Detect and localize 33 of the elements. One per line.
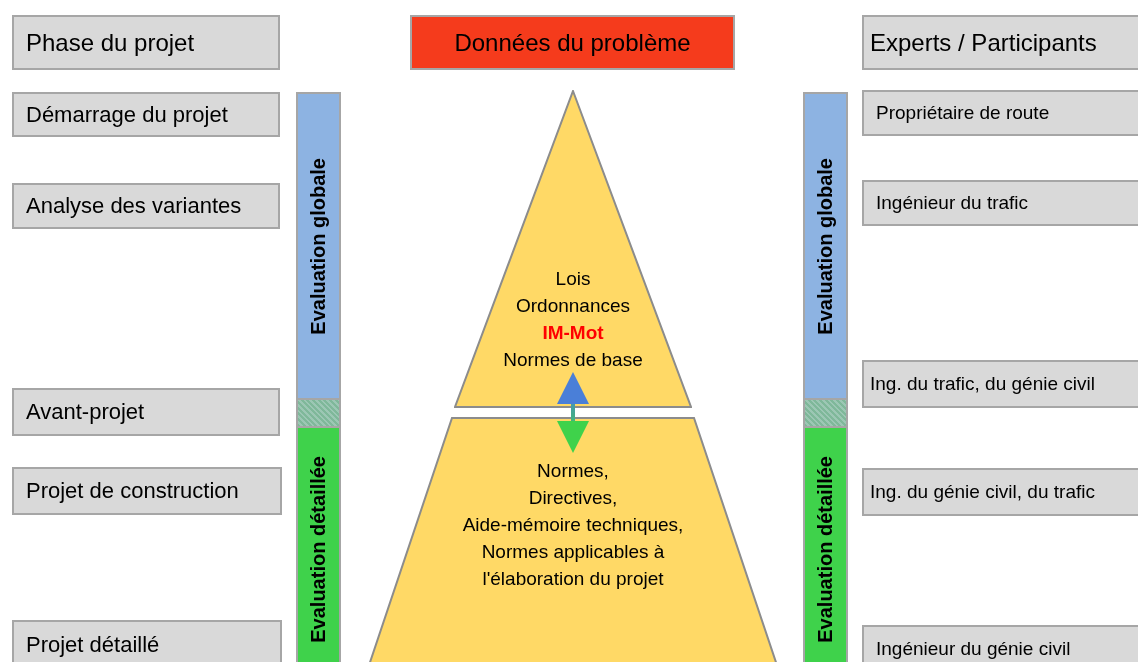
phase-box: Démarrage du projet bbox=[12, 92, 280, 137]
shape-text: Directives, bbox=[528, 486, 618, 510]
shape-text: Ordonnances bbox=[515, 294, 631, 318]
shape-text: Aide-mémoire techniques, bbox=[462, 513, 684, 537]
participant-box: Ing. du trafic, du génie civil bbox=[862, 360, 1138, 408]
shape-text: Normes applicables à l'élaboration du projet bbox=[480, 540, 666, 591]
shape-text: Lois bbox=[555, 267, 591, 291]
participant-box: Ingénieur du trafic bbox=[862, 180, 1138, 226]
participant-box: Ing. du génie civil, du trafic bbox=[862, 468, 1138, 516]
column-header: Experts / Participants bbox=[862, 15, 1138, 70]
shape-text: Normes de base bbox=[503, 348, 643, 372]
participant-box: Propriétaire de route bbox=[862, 90, 1138, 136]
evaluation-bar bbox=[296, 92, 341, 400]
shape-text: Normes, bbox=[537, 459, 609, 483]
phase-box: Analyse des variantes bbox=[12, 183, 280, 229]
phase-box: Projet détaillé bbox=[12, 620, 282, 662]
transition-bar bbox=[803, 398, 848, 428]
transition-bar bbox=[296, 398, 341, 428]
phase-box: Projet de construction bbox=[12, 467, 282, 515]
participant-box: Ingénieur du génie civil bbox=[862, 625, 1138, 662]
column-header: Phase du projet bbox=[12, 15, 280, 70]
evaluation-bar bbox=[296, 426, 341, 662]
phase-box: Avant-projet bbox=[12, 388, 280, 436]
vertical-label: Evaluation globale bbox=[814, 157, 837, 335]
column-header: Données du problème bbox=[410, 15, 735, 70]
evaluation-bar bbox=[803, 426, 848, 662]
vertical-label: Evaluation détaillée bbox=[307, 455, 330, 643]
vertical-label: Evaluation détaillée bbox=[814, 455, 837, 643]
vertical-label: Evaluation globale bbox=[307, 157, 330, 335]
triangle-shape bbox=[454, 90, 692, 408]
evaluation-bar bbox=[803, 92, 848, 400]
double-arrow bbox=[557, 372, 589, 453]
shape-text: IM-Mot bbox=[542, 321, 604, 345]
